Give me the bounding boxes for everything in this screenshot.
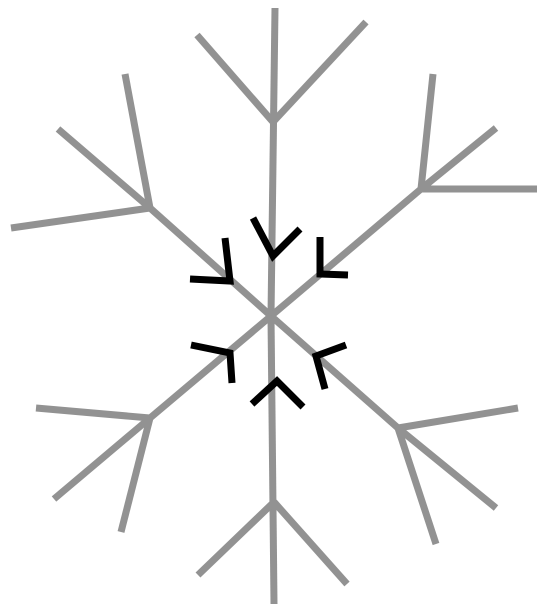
arm-lower-left bbox=[36, 316, 271, 532]
arm-upper-right-stem bbox=[271, 189, 421, 316]
chevron-top bbox=[253, 218, 300, 256]
arm-top-branch-left bbox=[197, 35, 273, 122]
arm-lower-right bbox=[271, 316, 518, 544]
arm-lower-right-branch-a bbox=[398, 408, 518, 428]
arm-bottom-branch-left bbox=[198, 502, 274, 575]
arm-top-branch-right bbox=[273, 22, 366, 122]
arm-upper-right-branch-b bbox=[421, 128, 496, 189]
arm-bottom-branch-right bbox=[274, 502, 347, 584]
arm-upper-right-branch-a bbox=[421, 74, 433, 189]
arm-lower-right-stem bbox=[271, 316, 398, 428]
arm-bottom-stem bbox=[271, 316, 274, 604]
arm-lower-left-branch-a bbox=[36, 408, 150, 418]
arm-upper-right bbox=[271, 74, 537, 316]
arm-upper-left-branch-c bbox=[11, 208, 150, 228]
chevron-bottom bbox=[252, 381, 303, 407]
arm-top-stem bbox=[271, 8, 275, 316]
